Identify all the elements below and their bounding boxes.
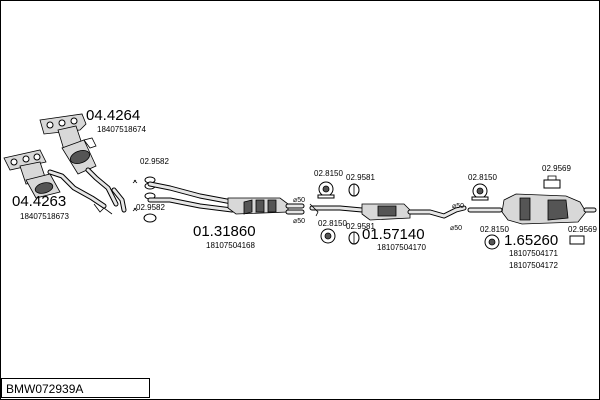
middle-silencer xyxy=(309,203,467,221)
oe-number-18407518674: 18407518674 xyxy=(97,125,146,134)
diameter-mark-2: ⌀50 xyxy=(293,218,305,225)
oe-number-18107504168: 18107504168 xyxy=(206,241,255,250)
manifold-upper xyxy=(39,113,127,213)
hanger-02-9569-upper xyxy=(543,175,561,189)
hw-02-8150-b: 02.8150 xyxy=(318,219,347,228)
bolt-icon xyxy=(132,179,138,184)
oe-number-18407518673: 18407518673 xyxy=(20,212,69,221)
rubber-mount-rear-upper xyxy=(471,183,489,201)
part-number-1-65260: 1.65260 xyxy=(504,232,558,249)
hw-02-9582-b: 02.9582 xyxy=(136,203,165,212)
manifold-lower xyxy=(3,149,113,215)
hanger-02-9569-lower xyxy=(569,235,585,245)
rubber-mount-lower xyxy=(320,228,336,244)
part-number-04-4264: 04.4264 xyxy=(86,107,140,124)
bolt-icon xyxy=(132,207,138,212)
hw-02-9581-a: 02.9581 xyxy=(346,173,375,182)
hw-02-8150-c: 02.8150 xyxy=(468,173,497,182)
hw-02-9582-a: 02.9582 xyxy=(140,157,169,166)
hw-02-8150-d: 02.8150 xyxy=(480,225,509,234)
diameter-mark-1: ⌀50 xyxy=(293,197,305,204)
hw-02-9569-b: 02.9569 xyxy=(568,225,597,234)
reference-code: BMW072939A xyxy=(1,378,150,398)
clamp-02-9582-lower xyxy=(143,192,157,223)
rear-silencer xyxy=(467,193,597,225)
clamp-02-9581-upper xyxy=(348,183,360,197)
oe-number-18107504170: 18107504170 xyxy=(377,243,426,252)
rubber-mount-rear-lower xyxy=(484,234,500,250)
part-number-01-31860: 01.31860 xyxy=(193,223,256,240)
clamp-02-9581-lower xyxy=(348,231,360,245)
diameter-mark-4: ⌀50 xyxy=(450,225,462,232)
hw-02-9569-a: 02.9569 xyxy=(542,164,571,173)
hw-02-9581-b: 02.9581 xyxy=(346,222,375,231)
hw-02-8150-a: 02.8150 xyxy=(314,169,343,178)
oe-number-18107504171: 18107504171 xyxy=(509,249,558,258)
part-number-01-57140: 01.57140 xyxy=(362,226,425,243)
front-pipe-centre-silencer xyxy=(147,181,305,215)
rubber-mount-upper xyxy=(317,181,335,199)
part-number-04-4263: 04.4263 xyxy=(12,193,66,210)
diameter-mark-3: ⌀50 xyxy=(452,203,464,210)
oe-number-18107504172: 18107504172 xyxy=(509,261,558,270)
